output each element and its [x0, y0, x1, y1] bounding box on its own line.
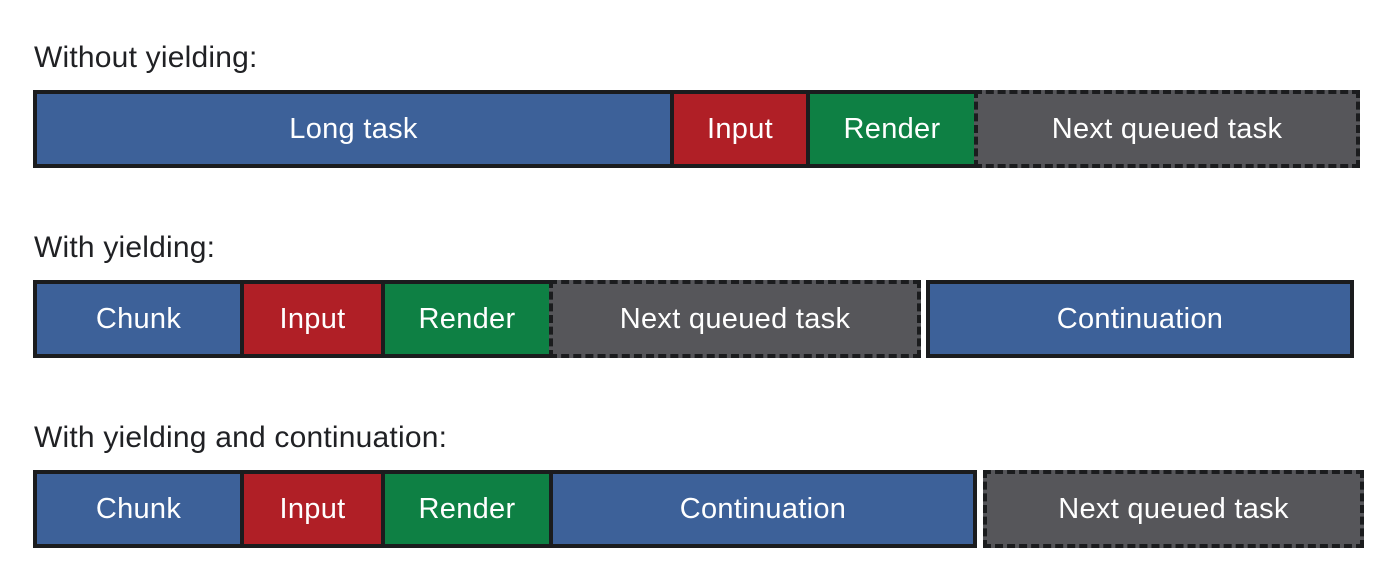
section-heading: With yielding and continuation:: [34, 421, 448, 454]
segment-chunk: Chunk: [33, 470, 244, 548]
segment-label: Next queued task: [619, 302, 851, 335]
section-with-yielding: With yielding: Chunk Input Render Next queue…: [33, 230, 1396, 358]
timeline-bar: Chunk Input Render Next queued task Continua…: [33, 280, 1396, 358]
segment-label: Continuation: [679, 492, 847, 525]
segment-label: Render: [418, 302, 516, 335]
segment-next-queued-task: Next queued task: [983, 470, 1364, 548]
segment-label: Next queued task: [1051, 112, 1283, 145]
segment-next-queued-task: Next queued task: [974, 90, 1360, 168]
segment-next-queued-task: Next queued task: [549, 280, 921, 358]
segment-render: Render: [381, 470, 553, 548]
section-with-yielding-and-continuation: With yielding and continuation: Chunk Inpu…: [33, 420, 1396, 548]
segment-chunk: Chunk: [33, 280, 244, 358]
segment-label: Chunk: [95, 302, 182, 335]
segment-label: Next queued task: [1058, 492, 1289, 525]
segment-label: Long task: [289, 112, 418, 145]
section-without-yielding: Without yielding: Long task Input Render Nex…: [33, 40, 1396, 168]
segment-input: Input: [240, 470, 385, 548]
segment-render: Render: [806, 90, 978, 168]
segment-label: Continuation: [1056, 302, 1224, 335]
segment-label: Render: [418, 492, 516, 525]
timeline-bar: Chunk Input Render Continuation Next queued …: [33, 470, 1396, 548]
segment-input: Input: [240, 280, 385, 358]
segment-label: Input: [279, 492, 346, 525]
segment-continuation: Continuation: [549, 470, 977, 548]
segment-label: Input: [707, 112, 773, 145]
segment-label: Render: [843, 112, 941, 145]
segment-continuation: Continuation: [926, 280, 1354, 358]
segment-label: Input: [279, 302, 346, 335]
segment-label: Chunk: [95, 492, 182, 525]
section-heading: Without yielding:: [34, 41, 258, 74]
segment-long-task: Long task: [33, 90, 674, 168]
section-heading: With yielding:: [34, 231, 216, 264]
segment-render: Render: [381, 280, 553, 358]
segment-input: Input: [670, 90, 810, 168]
timeline-bar: Long task Input Render Next queued task: [33, 90, 1396, 168]
